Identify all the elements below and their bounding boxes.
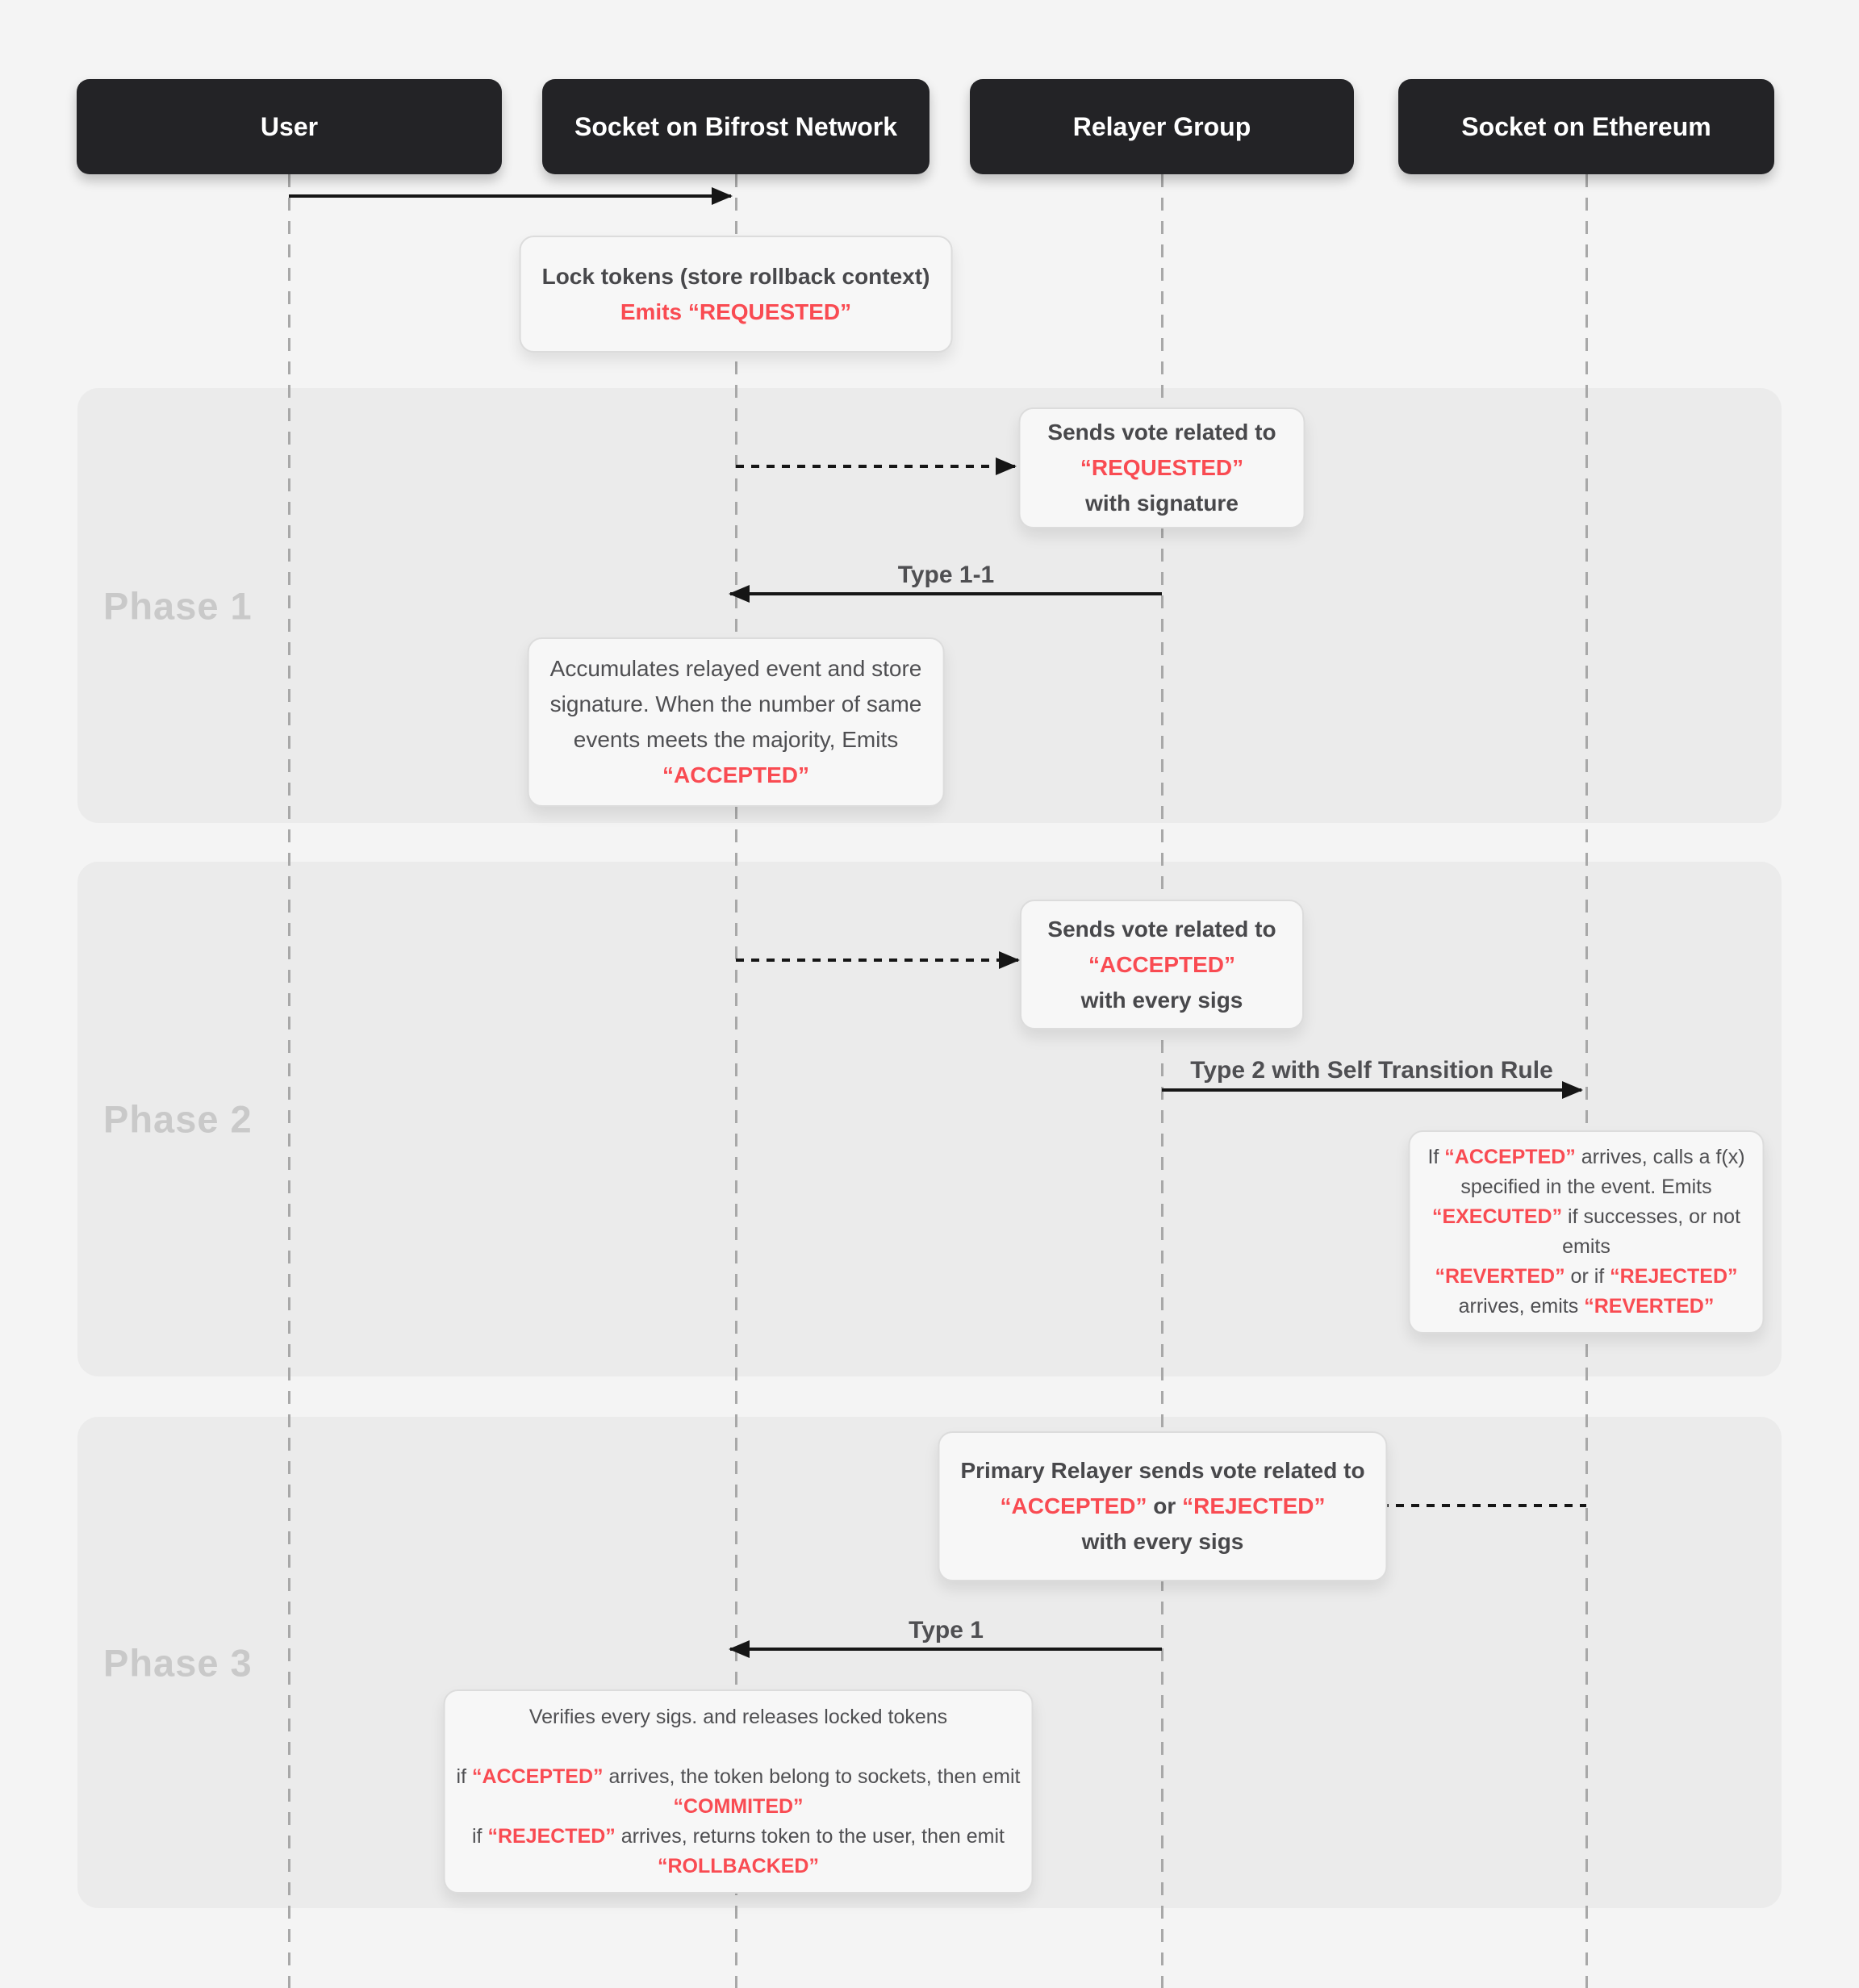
note-line: with signature <box>1085 486 1239 521</box>
note-vote-accepted: Sends vote related to “ACCEPTED” with ever… <box>1020 900 1304 1030</box>
note-text-segment: “REJECTED” <box>487 1824 616 1848</box>
note-text-segment: events meets the majority, Emits <box>573 727 899 752</box>
note-line: Sends vote related to <box>1047 912 1276 947</box>
note-line: Primary Relayer sends vote related to <box>960 1453 1364 1489</box>
note-text-segment: Accumulates relayed event and store <box>549 656 922 681</box>
arrowhead-left-icon <box>729 1640 750 1658</box>
note-line: signature. When the number of same <box>550 687 922 722</box>
lifeline-socket-bifrost <box>735 174 737 1988</box>
note-text-segment: with every sigs <box>1080 987 1243 1013</box>
note-line: with every sigs <box>1082 1524 1244 1560</box>
note-text-segment: Sends vote related to <box>1047 420 1276 445</box>
note-text-segment: “ACCEPTED” <box>1088 951 1235 977</box>
note-text-segment: “REVERTED” <box>1435 1265 1565 1288</box>
note-text-segment: If <box>1427 1146 1445 1168</box>
note-text-segment: arrives, the token belong to sockets, th… <box>603 1765 1021 1788</box>
lifeline-user <box>288 174 290 1988</box>
note-line: “EXECUTED” if successes, or not <box>1432 1202 1740 1232</box>
arrowhead-right-icon <box>996 457 1017 475</box>
note-text-segment: Verifies every sigs. and releases locked… <box>528 1705 948 1728</box>
note-text-segment: “ACCEPTED” <box>1000 1493 1147 1518</box>
note-text-segment: arrives, emits <box>1458 1295 1585 1318</box>
note-line: specified in the event. Emits <box>1460 1172 1711 1202</box>
arrow-relayer-to-bifrost-type-1 <box>729 1640 1162 1658</box>
note-text-segment: arrives, calls a f(x) <box>1575 1146 1745 1168</box>
note-text-segment: or <box>1147 1493 1183 1518</box>
note-text-segment: specified in the event. Emits <box>1460 1176 1712 1198</box>
note-text-segment: “REVERTED” <box>1584 1295 1715 1318</box>
note-text-segment: or if <box>1564 1265 1610 1288</box>
note-accumulates: Accumulates relayed event and store signa… <box>527 637 945 807</box>
note-line: “ACCEPTED” or “REJECTED” <box>1001 1489 1326 1524</box>
note-line: “REVERTED” or if “REJECTED” <box>1435 1262 1737 1292</box>
arrow-label-type-1: Type 1 <box>909 1617 984 1643</box>
arrow-ethereum-to-relayer-vote <box>1364 1497 1586 1514</box>
note-lock-tokens: Lock tokens (store rollback context) Emit… <box>519 236 953 353</box>
note-line: emits <box>1562 1232 1610 1262</box>
note-line: “ROLLBACKED” <box>658 1852 819 1881</box>
arrow-user-to-bifrost <box>289 187 733 205</box>
note-text-segment: “REJECTED” <box>1182 1493 1326 1518</box>
note-text-segment: with signature <box>1085 491 1239 516</box>
arrow-relayer-to-ethereum-type-2 <box>1162 1081 1583 1099</box>
note-ethereum-execution: If “ACCEPTED” arrives, calls a f(x) speci… <box>1408 1130 1765 1334</box>
participant-relayer-group: Relayer Group <box>970 79 1354 174</box>
note-text-segment: “ACCEPTED” <box>471 1765 604 1788</box>
note-line: if “ACCEPTED” arrives, the token belong … <box>457 1762 1021 1792</box>
note-primary-relayer-vote: Primary Relayer sends vote related to “AC… <box>938 1431 1388 1581</box>
note-verify-release: Verifies every sigs. and releases locked… <box>443 1689 1034 1894</box>
note-text-segment: “ROLLBACKED” <box>657 1854 819 1877</box>
arrowhead-right-icon <box>1562 1081 1583 1099</box>
lifeline-socket-ethereum <box>1585 174 1588 1988</box>
note-line: Emits “REQUESTED” <box>620 294 851 330</box>
arrowhead-right-icon <box>999 951 1020 969</box>
arrowhead-left-icon <box>729 585 750 603</box>
note-text-segment: arrives, returns token to the user, then… <box>615 1824 1005 1848</box>
note-line: Accumulates relayed event and store <box>550 651 922 687</box>
note-line <box>736 1732 742 1762</box>
note-text-segment: Primary Relayer sends vote related to <box>960 1458 1365 1483</box>
note-line: “ACCEPTED” <box>1088 947 1235 983</box>
note-line: “COMMITED” <box>673 1792 803 1822</box>
phase-1-label: Phase 1 <box>103 584 253 627</box>
note-text-segment: “ACCEPTED” <box>1444 1146 1576 1168</box>
note-text-segment: emits <box>1562 1235 1610 1258</box>
note-text-segment: “REQUESTED” <box>1080 455 1244 480</box>
note-line: “ACCEPTED” <box>662 758 809 793</box>
note-text-segment: if <box>456 1765 472 1788</box>
lifeline-relayer-group <box>1161 174 1163 1988</box>
participant-socket-bifrost: Socket on Bifrost Network <box>542 79 930 174</box>
note-text-segment: if <box>471 1824 488 1848</box>
note-text-segment: Sends vote related to <box>1047 916 1276 942</box>
note-text-segment: Lock tokens (store rollback context) <box>541 263 930 289</box>
note-line: events meets the majority, Emits <box>574 722 899 758</box>
participant-user: User <box>77 79 502 174</box>
note-line: Verifies every sigs. and releases locked… <box>529 1702 947 1732</box>
participant-socket-ethereum: Socket on Ethereum <box>1398 79 1774 174</box>
note-line: with every sigs <box>1081 983 1243 1018</box>
phase-2-label: Phase 2 <box>103 1097 253 1141</box>
note-vote-requested: Sends vote related to “REQUESTED” with sig… <box>1018 407 1305 528</box>
note-line: arrives, emits “REVERTED” <box>1459 1292 1715 1322</box>
phase-3-label: Phase 3 <box>103 1641 253 1684</box>
note-text-segment: “ACCEPTED” <box>662 762 810 787</box>
note-text-segment: “REJECTED” <box>1610 1265 1738 1288</box>
note-text-segment: if successes, or not <box>1562 1205 1741 1228</box>
arrow-label-type-1-1: Type 1-1 <box>897 562 995 588</box>
note-text-segment: signature. When the number of same <box>549 691 922 716</box>
arrow-relayer-to-bifrost-type-1-1 <box>729 585 1162 603</box>
arrowhead-right-icon <box>712 187 733 205</box>
note-line: if “REJECTED” arrives, returns token to … <box>472 1822 1005 1852</box>
note-text-segment: “EXECUTED” <box>1431 1205 1563 1228</box>
note-line: If “ACCEPTED” arrives, calls a f(x) <box>1427 1142 1744 1172</box>
note-line: Sends vote related to <box>1047 415 1276 450</box>
arrow-bifrost-to-relayer-accepted <box>736 951 1020 969</box>
arrow-label-type-2: Type 2 with Self Transition Rule <box>1190 1057 1553 1084</box>
arrow-bifrost-to-relayer-requested <box>736 457 1017 475</box>
note-line: Lock tokens (store rollback context) <box>542 259 930 294</box>
note-text-segment: with every sigs <box>1081 1529 1244 1554</box>
note-line: “REQUESTED” <box>1080 450 1243 486</box>
note-text-segment: Emits “REQUESTED” <box>620 299 852 324</box>
note-text-segment: “COMMITED” <box>673 1794 804 1818</box>
